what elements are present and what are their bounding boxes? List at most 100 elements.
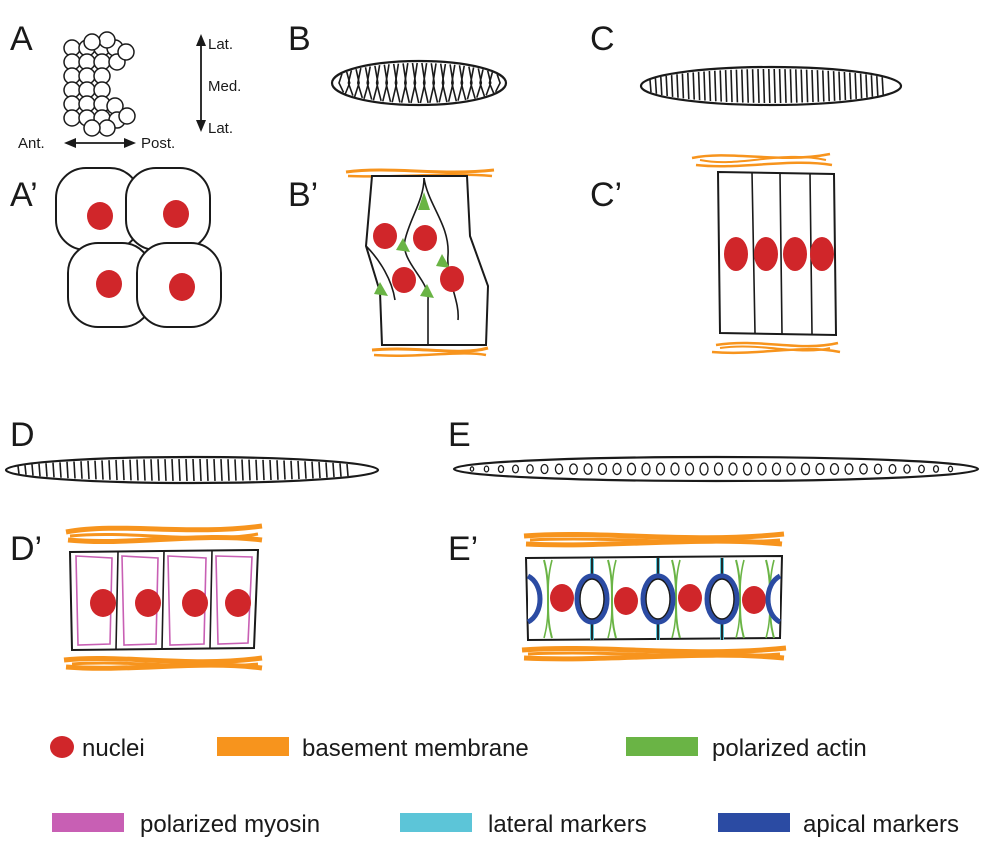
panel-label-e-prime: E’ [448,530,478,568]
lumen [815,462,825,476]
cell-boundary [248,459,251,481]
legend-swatch-nuclei [50,736,74,758]
cell-boundary [59,462,62,478]
panel-label-d-prime: D’ [10,530,42,568]
cell-boundary [447,64,454,102]
cell-boundary [870,75,874,97]
nucleus [373,223,397,249]
lumen [932,465,940,473]
cell-boundary [757,69,760,103]
cell-boundary [708,71,712,101]
cell-boundary [457,65,464,101]
cell-boundary [115,459,118,481]
basement-membrane-bottom-d-prime [63,655,263,665]
cell-boundary [724,70,728,102]
legend-item-lateral-markers: lateral markers [400,811,647,838]
cell-boundary [400,63,407,103]
axis-label-lat-bottom: Lat. [208,120,233,137]
panel-label-b: B [288,20,311,58]
basement-membrane-bottom-c-prime [715,341,839,348]
cell-boundary [108,460,111,480]
nucleus [96,270,122,298]
cell-boundary [269,459,272,481]
nucleus [225,589,251,617]
cell-boundary [714,70,717,102]
cell-boundary [881,77,884,95]
cell-boundary [649,79,652,93]
polarized-actin [420,284,434,298]
cell [118,107,136,125]
cell-boundary [751,69,755,103]
legend-label-basement-membrane: basement membrane [302,735,529,762]
lumen [597,462,608,476]
cell-boundary [827,70,830,102]
cell-boundary [429,63,436,103]
lumen [713,462,724,476]
cell-boundary [255,459,258,481]
cell-boundary-lines-d [17,458,349,482]
basement-membrane-top-e-prime [523,531,785,541]
tissue-outline-d [4,455,380,485]
cell-boundary [178,458,181,482]
cell-boundary [382,64,389,102]
legend-item-polarized-actin: polarized actin [626,735,867,762]
cell-boundary [692,72,695,100]
tissue-outline-c [639,65,903,107]
nucleus [550,584,574,612]
cell-boundary [129,459,132,481]
cell-boundary [670,75,674,97]
cell-boundary [304,461,307,479]
lumen [888,463,897,475]
cell-boundary [660,76,663,96]
lumen [540,463,549,475]
cell-boundary [832,71,836,101]
cell-boundary [859,73,863,99]
nucleus [783,237,807,271]
legend-swatch-polarized-actin [626,737,698,756]
cell-boundary [811,69,814,103]
lumen [844,463,854,475]
cell-boundary [136,459,139,481]
lumen [469,466,475,472]
legend-swatch-apical-markers [718,813,790,832]
cell-boundary [276,460,279,480]
cell-boundary [697,71,701,101]
nucleus [413,225,437,251]
cell-boundary [171,459,174,481]
cell-boundary [290,460,293,480]
nucleus [392,267,416,293]
cell-boundary [441,63,448,103]
polarized-actin [418,192,430,210]
axis-label-ant: Ant. [18,135,45,152]
panel-label-b-prime: B’ [288,176,318,214]
polarized-myosin [215,555,253,645]
cell-boundary [338,73,345,93]
cell-boundary [773,68,776,104]
lateral-medial-axis [196,34,206,132]
cell-boundary [469,67,476,99]
lumen [569,463,578,475]
apical-lumen [640,573,676,625]
panel-label-a-prime: A’ [10,176,38,214]
cell-boundary [185,458,188,482]
cell-boundary [460,65,467,101]
cell-boundary [283,460,286,480]
cell-boundary [816,70,820,102]
cell-boundary [45,463,48,477]
cell-boundary [703,71,706,101]
nucleus [754,237,778,271]
cell-boundary [735,69,739,103]
legend-label-polarized-myosin: polarized myosin [140,811,320,838]
cell-boundary [375,65,382,102]
cell-boundary-lines-c [649,68,884,104]
cells-a-prime [55,167,222,328]
cell-boundary [413,62,420,104]
cell-boundary [719,70,722,102]
cell-boundary [344,71,351,95]
cell-boundary [339,463,342,477]
cell-boundary [143,459,146,481]
cell-boundary [24,465,27,475]
lumen [483,465,490,473]
lumen [655,462,666,476]
